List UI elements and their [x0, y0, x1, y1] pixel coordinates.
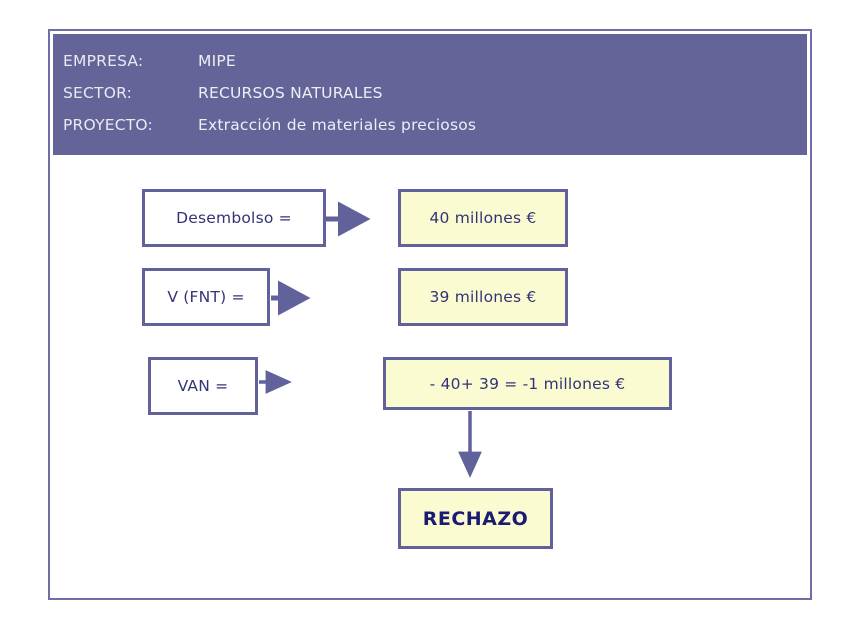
node-decision-label: RECHAZO	[422, 507, 529, 530]
node-desembolso-label: Desembolso =	[176, 209, 292, 227]
node-decision: RECHAZO	[398, 488, 553, 549]
header-value-proyecto: Extracción de materiales preciosos	[198, 116, 477, 134]
header-value-empresa: MIPE	[198, 52, 236, 70]
header-label-proyecto: PROYECTO:	[63, 116, 153, 134]
node-vfnt: V (FNT) =	[142, 268, 270, 326]
node-van-value: - 40+ 39 = -1 millones €	[383, 357, 672, 410]
node-vfnt-value: 39 millones €	[398, 268, 568, 326]
node-vfnt-value-label: 39 millones €	[429, 288, 537, 306]
node-desembolso-value-label: 40 millones €	[429, 209, 537, 227]
header-row-sector: SECTOR: RECURSOS NATURALES	[63, 77, 807, 109]
node-van: VAN =	[148, 357, 258, 415]
outer-frame	[48, 29, 812, 600]
header-label-empresa: EMPRESA:	[63, 52, 144, 70]
node-desembolso-value: 40 millones €	[398, 189, 568, 247]
project-header-band: EMPRESA: MIPE SECTOR: RECURSOS NATURALES P…	[53, 34, 807, 155]
node-desembolso: Desembolso =	[142, 189, 326, 247]
node-van-label: VAN =	[177, 377, 229, 395]
header-value-sector: RECURSOS NATURALES	[198, 84, 383, 102]
header-row-proyecto: PROYECTO: Extracción de materiales precio…	[63, 109, 807, 141]
header-row-empresa: EMPRESA: MIPE	[63, 45, 807, 77]
node-van-value-label: - 40+ 39 = -1 millones €	[429, 374, 626, 393]
header-label-sector: SECTOR:	[63, 84, 133, 102]
node-vfnt-label: V (FNT) =	[167, 288, 245, 306]
